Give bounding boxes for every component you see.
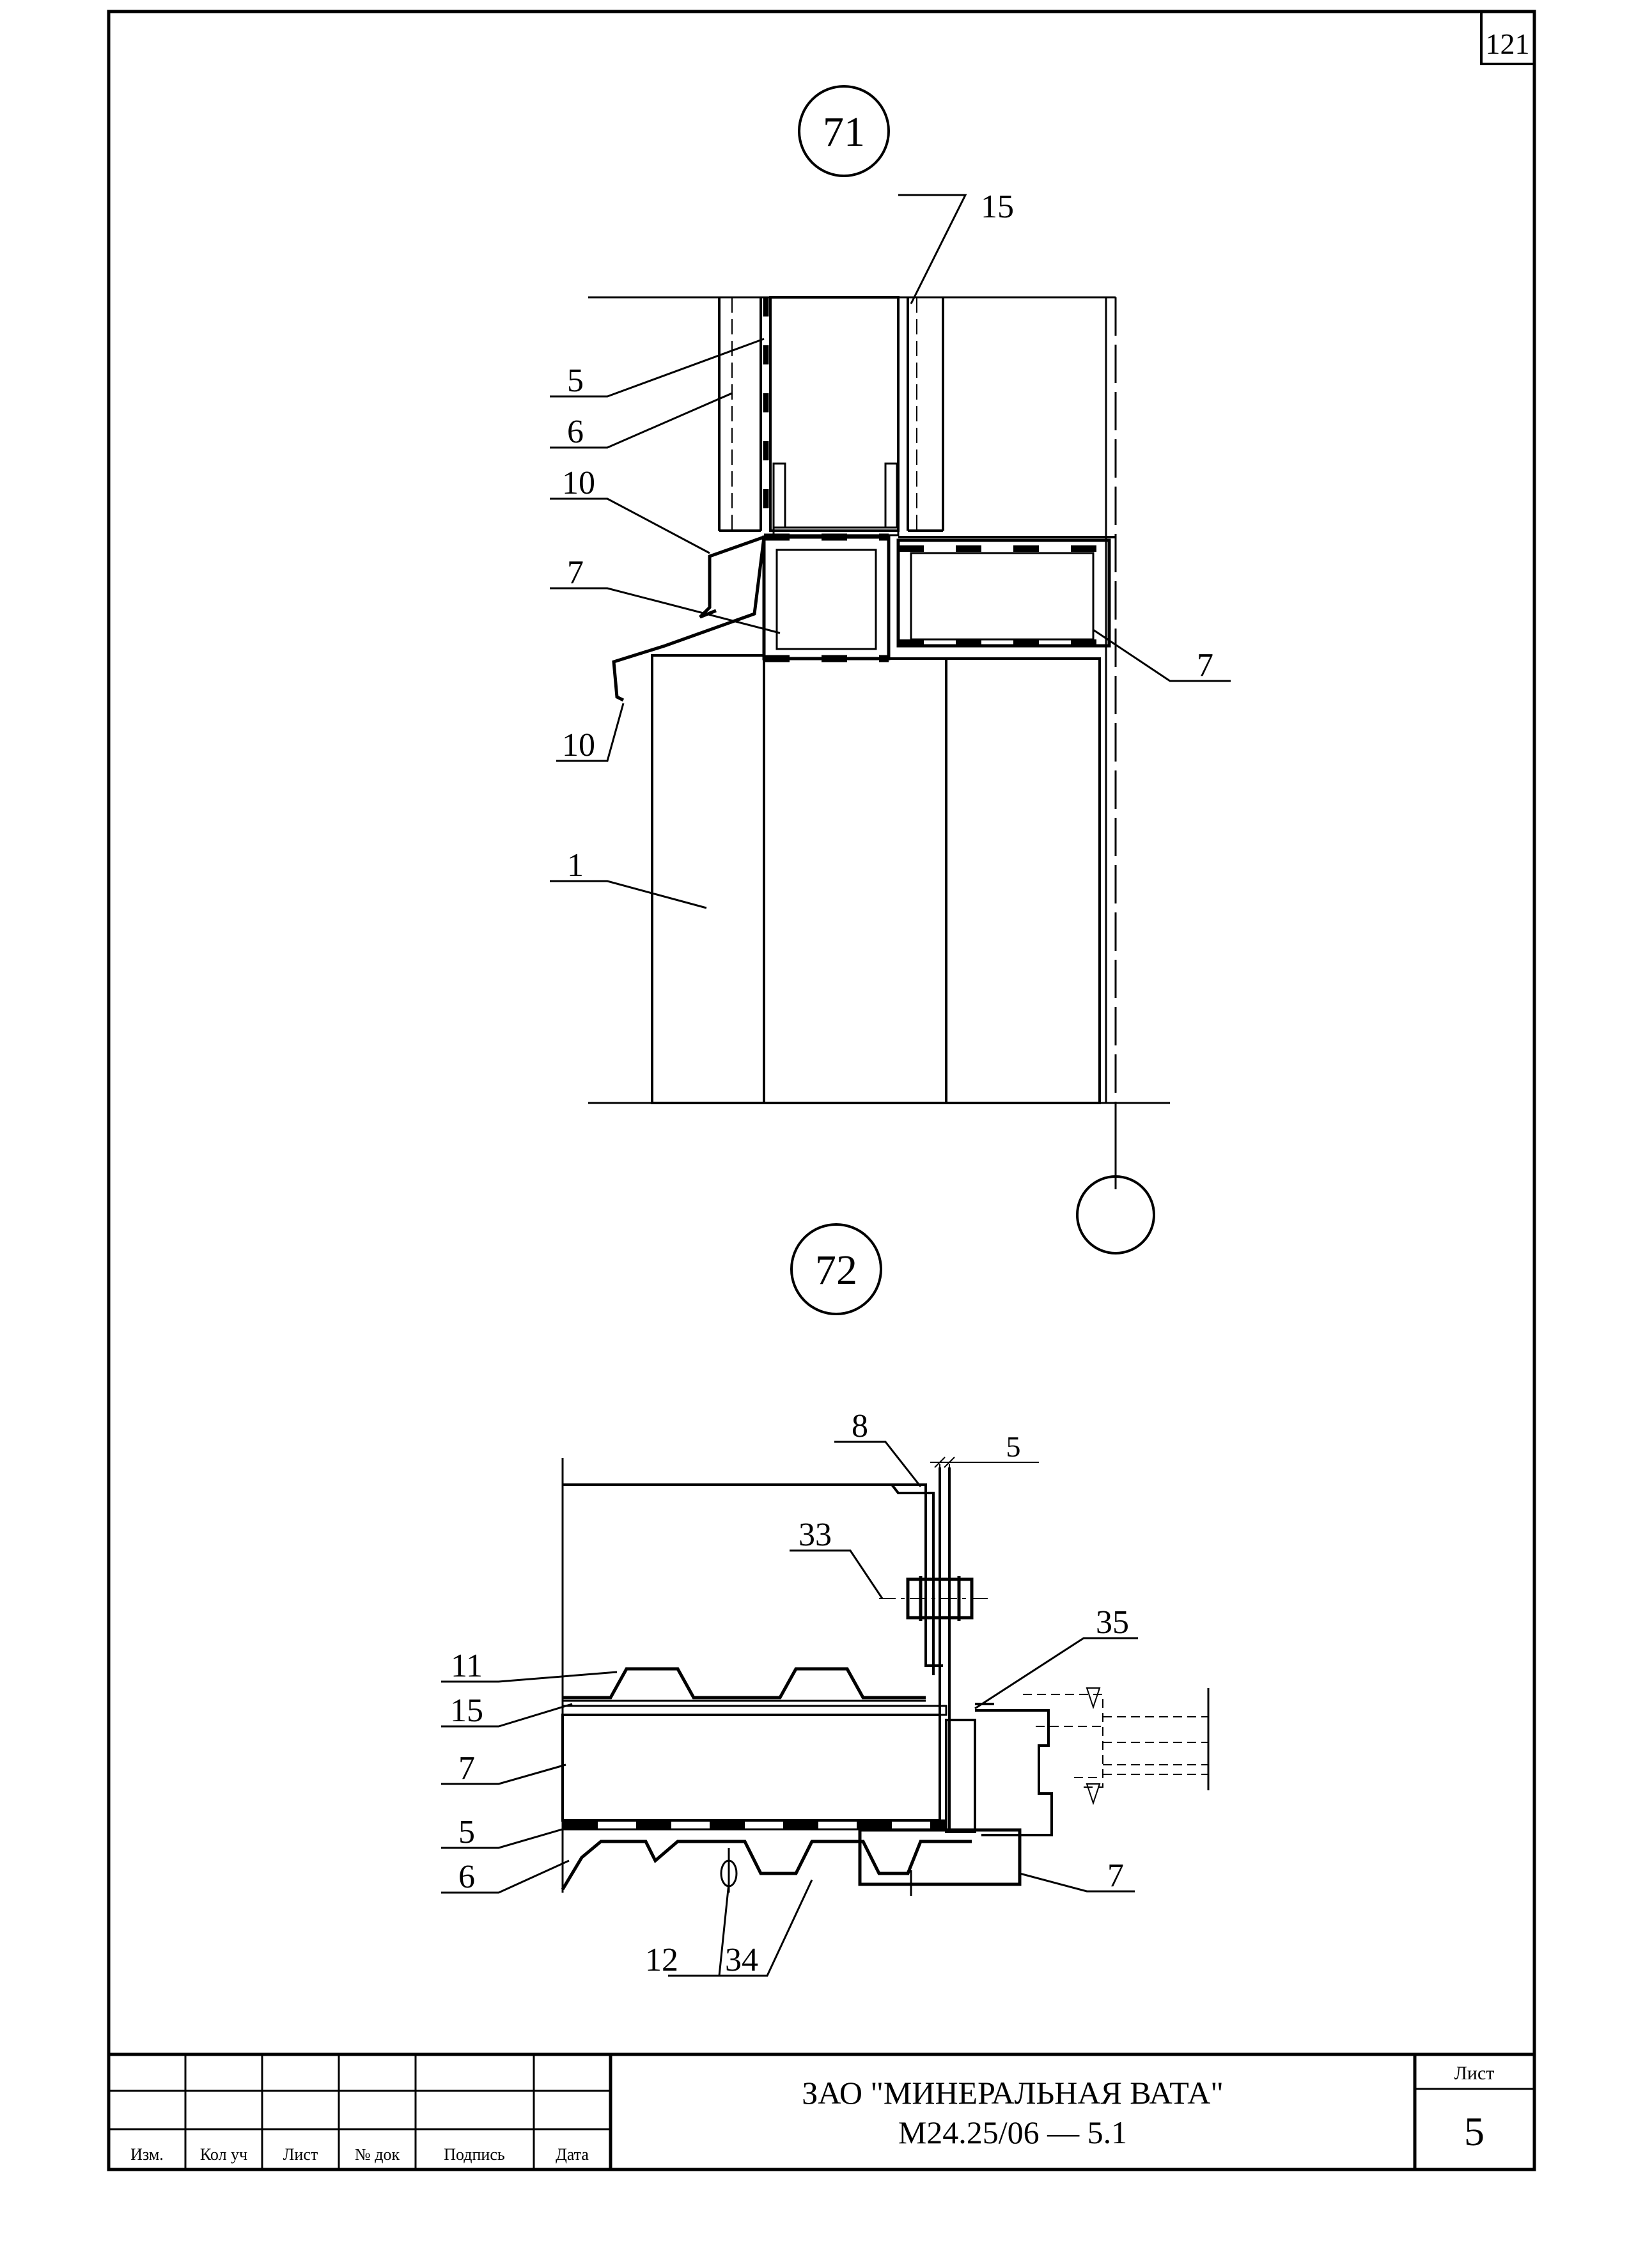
col-izm: Изм. bbox=[130, 2145, 164, 2164]
lower-wall-insulation bbox=[763, 657, 947, 1104]
d72-lower-insulation bbox=[858, 1828, 1022, 1886]
upper-panel-insulation bbox=[769, 296, 900, 532]
d72-label-15: 15 bbox=[450, 1692, 483, 1729]
d72-label-8: 8 bbox=[852, 1408, 868, 1444]
d72-label-33: 33 bbox=[799, 1517, 832, 1553]
col-list: Лист bbox=[283, 2145, 318, 2164]
d72-label-11: 11 bbox=[451, 1648, 483, 1684]
detail-71-number: 71 bbox=[823, 109, 865, 155]
d72-label-12: 12 bbox=[645, 1942, 678, 1978]
sheet-frame: 12 1 bbox=[107, 10, 1536, 2171]
d72-panel-insulation bbox=[561, 1714, 941, 1822]
detail-72-number: 72 bbox=[815, 1247, 857, 1294]
sheet-value: 5 bbox=[1464, 2109, 1484, 2154]
d72-label-35: 35 bbox=[1096, 1604, 1129, 1641]
sheet-number: 121 bbox=[1486, 27, 1530, 60]
company-name: ЗАО "МИНЕРАЛЬНАЯ ВАТА" bbox=[802, 2075, 1224, 2111]
col-signature: Подпись bbox=[444, 2145, 505, 2164]
d72-label-6: 6 bbox=[458, 1859, 475, 1895]
d71-label-15: 15 bbox=[981, 189, 1014, 225]
lower-wall-right-concrete bbox=[945, 657, 1101, 1104]
d71-label-7-right: 7 bbox=[1197, 647, 1213, 684]
d72-label-34: 34 bbox=[725, 1942, 758, 1978]
col-doc-no: № док bbox=[355, 2145, 400, 2164]
d71-label-7-left: 7 bbox=[567, 554, 584, 591]
d72-label-7-left: 7 bbox=[458, 1750, 475, 1786]
d72-label-7-right: 7 bbox=[1107, 1857, 1124, 1894]
col-date: Дата bbox=[556, 2145, 589, 2164]
right-box-insulation bbox=[910, 552, 1095, 641]
d71-label-1: 1 bbox=[567, 847, 584, 884]
d71-label-10-top: 10 bbox=[562, 465, 595, 501]
lower-wall-left-concrete bbox=[651, 654, 765, 1104]
col-kol-uch: Кол уч bbox=[200, 2145, 247, 2164]
d71-label-6: 6 bbox=[567, 414, 584, 450]
d71-label-5: 5 bbox=[567, 363, 584, 399]
d72-label-5: 5 bbox=[458, 1814, 475, 1850]
detail-71-marker bbox=[798, 85, 890, 177]
document-code: М24.25/06 — 5.1 bbox=[898, 2114, 1127, 2150]
detail-71: 71 bbox=[550, 85, 1231, 1255]
d71-label-10-bottom: 10 bbox=[562, 727, 595, 763]
detail-72: 72 bbox=[441, 1223, 1210, 1978]
sheet-label: Лист bbox=[1454, 2063, 1495, 2084]
title-block: Изм. Кол уч Лист № док Подпись Дата ЗАО … bbox=[109, 2052, 1534, 2169]
d72-label-5-dim: 5 bbox=[1006, 1430, 1021, 1463]
left-box-insulation bbox=[775, 549, 877, 650]
detail-72-marker bbox=[790, 1223, 882, 1315]
